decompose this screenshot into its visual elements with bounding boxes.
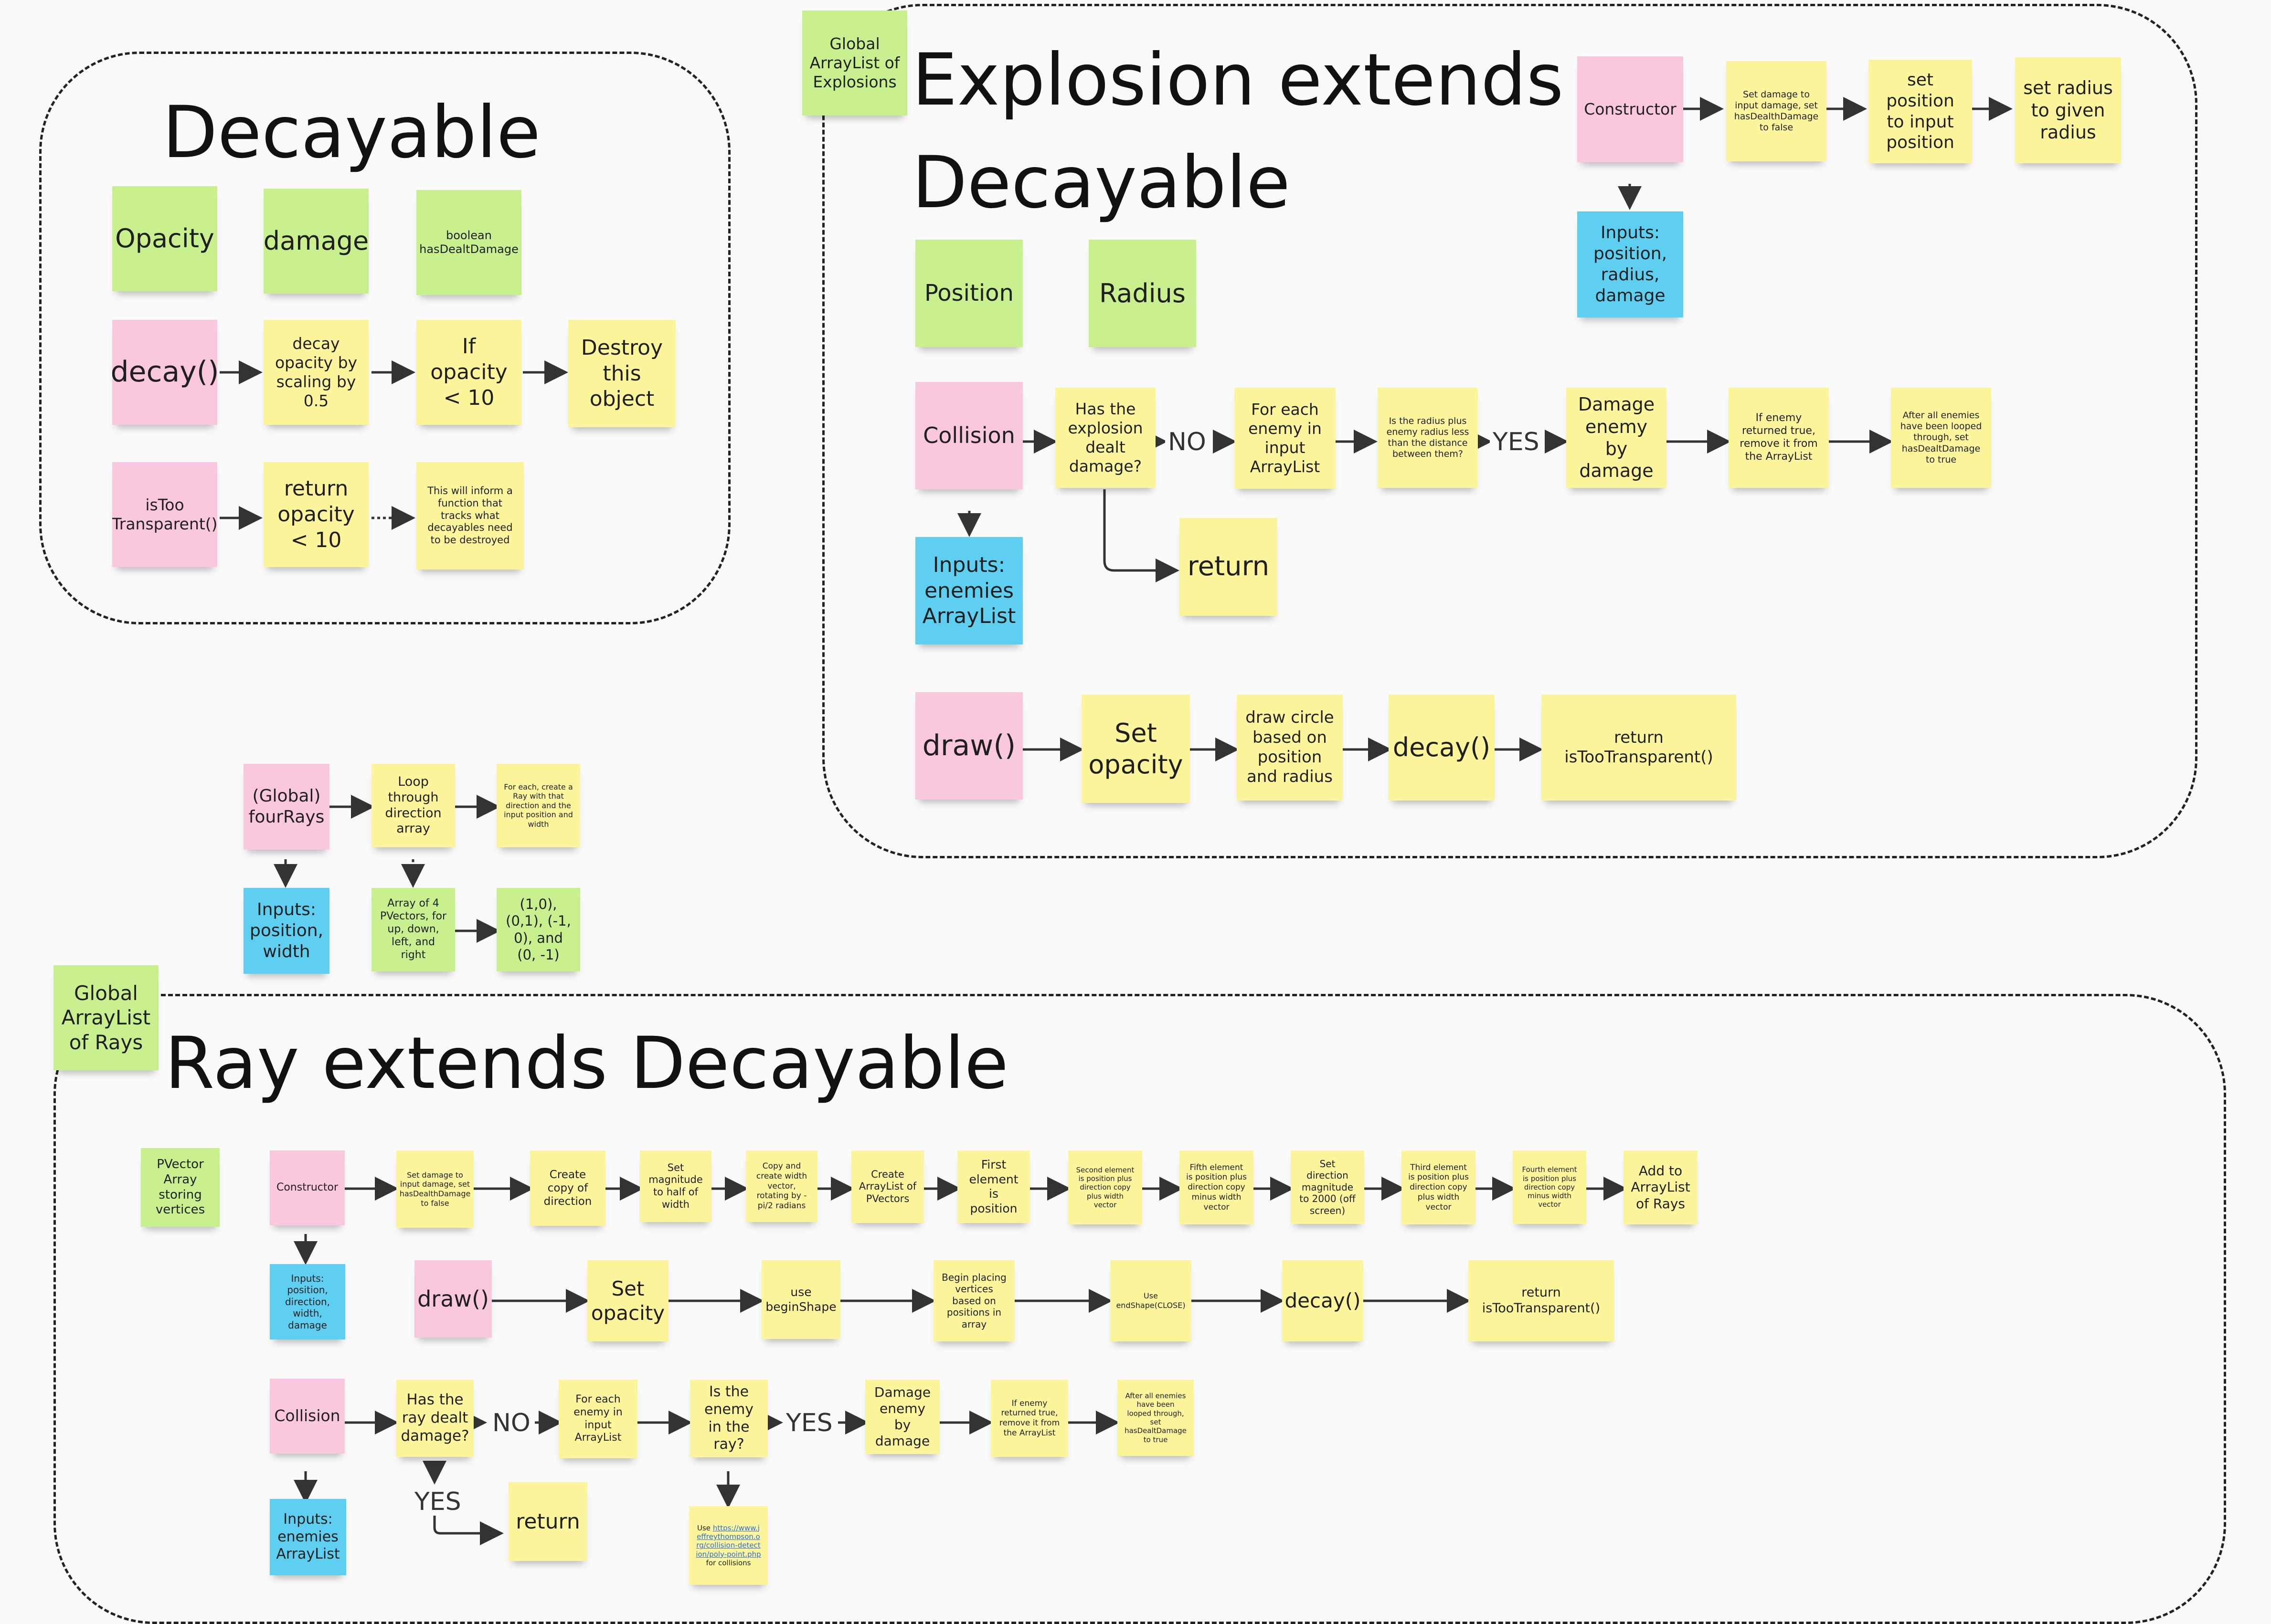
- ray-use-link-note[interactable]: Use https://www.jeffreythompson.org/coll…: [689, 1506, 768, 1585]
- explosion-ctor-step2[interactable]: set position to input position: [1868, 60, 1972, 163]
- use-suffix: for collisions: [706, 1558, 751, 1567]
- ray-draw-s4[interactable]: Use endShape(CLOSE): [1110, 1260, 1191, 1341]
- arrow: [1103, 489, 1179, 582]
- ray-ctor-s10[interactable]: Third element is position plus direction…: [1401, 1150, 1475, 1224]
- ray-draw-s1[interactable]: Set opacity: [587, 1260, 669, 1341]
- ray-coll-loop[interactable]: For each enemy in input ArrayList: [559, 1380, 637, 1458]
- fn-decay[interactable]: decay(): [112, 320, 217, 425]
- four-rays-inputs[interactable]: Inputs: position, width: [244, 888, 329, 974]
- explosion-coll-after[interactable]: After all enemies have been looped throu…: [1891, 388, 1991, 488]
- explosion-coll-q1[interactable]: Has the explosion dealt damage?: [1055, 388, 1156, 488]
- explosion-draw[interactable]: draw(): [915, 692, 1023, 800]
- collision-link[interactable]: https://www.jeffreythompson.org/collisio…: [696, 1523, 761, 1559]
- step-decay-opacity[interactable]: decay opacity by scaling by 0.5: [264, 320, 369, 425]
- explosion-draw-decay[interactable]: decay(): [1389, 695, 1495, 801]
- ray-ctor-s11[interactable]: Fourth element is position plus directio…: [1513, 1150, 1586, 1224]
- explosion-ctor-inputs[interactable]: Inputs: position, radius, damage: [1577, 211, 1683, 317]
- ray-ctor-s1[interactable]: Set damage to input damage, set hasDealt…: [396, 1150, 474, 1228]
- explosion-coll-return[interactable]: return: [1179, 518, 1277, 616]
- ray-draw[interactable]: draw(): [414, 1260, 492, 1338]
- note-damage[interactable]: damage: [264, 189, 369, 294]
- explosion-draw-circle[interactable]: draw circle based on position and radius: [1237, 695, 1343, 801]
- explosion-constructor[interactable]: Constructor: [1577, 56, 1683, 162]
- ray-no-label: NO: [489, 1411, 533, 1435]
- note-global-rays[interactable]: Global ArrayList of Rays: [53, 965, 159, 1070]
- ray-ctor-s4[interactable]: Copy and create width vector, rotating b…: [746, 1150, 817, 1222]
- ray-coll-q2[interactable]: Is the enemy in the ray?: [690, 1380, 768, 1457]
- explosion-coll-loop[interactable]: For each enemy in input ArrayList: [1234, 388, 1336, 489]
- explosion-ctor-step1[interactable]: Set damage to input damage, set hasDealt…: [1726, 61, 1826, 161]
- ray-coll-after[interactable]: After all enemies have been looped throu…: [1117, 1380, 1194, 1456]
- explosion-title-line1: Explosion extends: [912, 39, 1564, 122]
- explosion-coll-remove[interactable]: If enemy returned true, remove it from t…: [1729, 388, 1829, 488]
- fn-is-too-transparent[interactable]: isToo Transparent(): [112, 462, 217, 567]
- explosion-frame: [822, 4, 2197, 858]
- step-return-opacity[interactable]: return opacity < 10: [264, 462, 369, 567]
- ray-draw-s2[interactable]: use beginShape: [762, 1260, 840, 1339]
- note-radius[interactable]: Radius: [1089, 240, 1196, 347]
- fn-four-rays[interactable]: (Global) fourRays: [244, 764, 329, 850]
- explosion-coll-q2[interactable]: Is the radius plus enemy radius less tha…: [1378, 388, 1478, 488]
- four-rays-array[interactable]: Array of 4 PVectors, for up, down, left,…: [371, 888, 455, 971]
- four-rays-create[interactable]: For each, create a Ray with that directi…: [497, 764, 580, 847]
- four-rays-loop[interactable]: Loop through direction array: [371, 764, 455, 847]
- ray-draw-s5[interactable]: decay(): [1282, 1260, 1363, 1341]
- step-destroy[interactable]: Destroy this object: [568, 320, 676, 427]
- step-inform[interactable]: This will inform a function that tracks …: [416, 462, 524, 569]
- explosion-draw-return[interactable]: return isTooTransparent(): [1541, 695, 1736, 801]
- ray-ctor-s3[interactable]: Set magnitude to half of width: [640, 1150, 711, 1222]
- ray-constructor[interactable]: Constructor: [270, 1150, 345, 1225]
- ray-ctor-s7[interactable]: Second element is position plus directio…: [1068, 1150, 1142, 1224]
- ray-ctor-s6[interactable]: First element is position: [957, 1150, 1030, 1223]
- decayable-title: Decayable: [162, 91, 541, 174]
- ray-use-link-text: Use https://www.jeffreythompson.org/coll…: [696, 1524, 761, 1567]
- note-has-dealt-damage[interactable]: boolean hasDealtDamage: [416, 190, 521, 295]
- use-prefix: Use: [697, 1523, 711, 1532]
- step-if-opacity[interactable]: If opacity < 10: [416, 320, 521, 425]
- ray-ctor-s8[interactable]: Fifth element is position plus direction…: [1179, 1150, 1253, 1224]
- explosion-draw-opacity[interactable]: Set opacity: [1082, 695, 1190, 803]
- ray-ctor-s5[interactable]: Create ArrayList of PVectors: [851, 1150, 924, 1223]
- ray-draw-s3[interactable]: Begin placing vertices based on position…: [934, 1260, 1015, 1341]
- explosion-ctor-step3[interactable]: set radius to given radius: [2015, 57, 2121, 163]
- ray-title: Ray extends Decayable: [165, 1022, 1008, 1105]
- arrow: [433, 1516, 504, 1545]
- ray-ctor-s9[interactable]: Set direction magnitude to 2000 (off scr…: [1291, 1150, 1364, 1224]
- ray-draw-s6[interactable]: return isTooTransparent(): [1468, 1260, 1614, 1341]
- ray-ctor-s12[interactable]: Add to ArrayList of Rays: [1624, 1150, 1698, 1224]
- ray-yes-label: YES: [783, 1411, 836, 1435]
- explosion-collision[interactable]: Collision: [915, 382, 1023, 489]
- ray-ctor-s2[interactable]: Create copy of direction: [530, 1150, 605, 1226]
- note-global-explosions[interactable]: Global ArrayList of Explosions: [802, 11, 907, 116]
- ray-collision[interactable]: Collision: [270, 1379, 345, 1454]
- ray-coll-inputs[interactable]: Inputs: enemies ArrayList: [270, 1499, 346, 1575]
- decayable-frame: [39, 52, 731, 624]
- explosion-yes-label: YES: [1490, 430, 1542, 454]
- ray-ctor-inputs[interactable]: Inputs: position, direction, width, dama…: [270, 1264, 345, 1339]
- ray-coll-remove[interactable]: If enemy returned true, remove it from t…: [991, 1380, 1068, 1457]
- explosion-coll-inputs[interactable]: Inputs: enemies ArrayList: [915, 537, 1023, 644]
- ray-coll-q1[interactable]: Has the ray dealt damage?: [396, 1380, 474, 1457]
- ray-coll-damage[interactable]: Damage enemy by damage: [865, 1380, 940, 1454]
- ray-yes-label-2: YES: [412, 1489, 464, 1514]
- ray-coll-return[interactable]: return: [509, 1482, 587, 1561]
- explosion-title-line2: Decayable: [912, 141, 1291, 224]
- explosion-no-label: NO: [1165, 430, 1209, 454]
- note-position[interactable]: Position: [915, 240, 1023, 347]
- note-opacity[interactable]: Opacity: [112, 186, 217, 291]
- explosion-coll-damage[interactable]: Damage enemy by damage: [1566, 388, 1666, 488]
- ray-vertices[interactable]: PVector Array storing vertices: [141, 1148, 220, 1227]
- four-rays-values[interactable]: (1,0), (0,1), (-1, 0), and (0, -1): [497, 888, 580, 971]
